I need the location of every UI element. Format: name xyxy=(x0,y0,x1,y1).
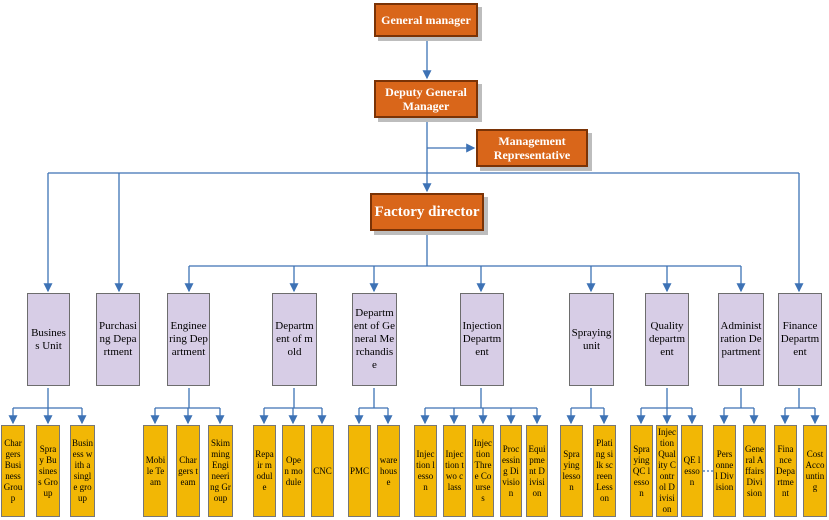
unit-box: CNC xyxy=(311,425,334,517)
department-box: Quality department xyxy=(645,293,689,386)
factory-director-box: Factory director xyxy=(370,193,484,231)
unit-box: Spraying QC lesson xyxy=(630,425,653,517)
unit-label: Injection Three Courses xyxy=(474,438,492,503)
department-box: Purchasing Department xyxy=(96,293,140,386)
unit-box: Plating silk screen Lesson xyxy=(593,425,616,517)
unit-label: CNC xyxy=(313,465,332,476)
general-manager-label: General manager xyxy=(381,13,471,27)
unit-label: Chargers Business Group xyxy=(3,438,23,503)
unit-label: Skimming Engineering Group xyxy=(210,438,231,503)
unit-box: Finance Department xyxy=(774,425,797,517)
unit-box: Injection Quality Control Division xyxy=(656,425,678,517)
unit-label: PMC xyxy=(350,465,370,476)
unit-box: QE lesson xyxy=(681,425,703,517)
unit-label: Open module xyxy=(284,454,303,487)
unit-box: Chargers Business Group xyxy=(1,425,25,517)
unit-box: General Affairs Division xyxy=(743,425,766,517)
unit-label: QE lesson xyxy=(683,454,701,487)
factory-director-label: Factory director xyxy=(374,204,480,220)
unit-box: Injection Three Courses xyxy=(472,425,494,517)
general-manager-box: General manager xyxy=(374,3,478,37)
department-label: Spraying unit xyxy=(571,326,612,352)
department-label: Engineering Department xyxy=(169,320,208,358)
unit-label: Injection Quality Control Division xyxy=(658,427,676,514)
unit-label: Processing Division xyxy=(502,443,520,498)
unit-label: Finance Department xyxy=(776,443,795,498)
department-label: Purchasing Department xyxy=(99,320,137,358)
department-box: Administration Department xyxy=(718,293,764,386)
unit-label: Chargers team xyxy=(178,454,198,487)
unit-box: Injection two class xyxy=(443,425,466,517)
unit-label: Mobile Team xyxy=(145,454,166,487)
unit-box: Repair module xyxy=(253,425,276,517)
unit-box: Cost Accounting xyxy=(803,425,827,517)
unit-label: Spraying QC lesson xyxy=(632,443,651,498)
unit-box: Personnel Division xyxy=(713,425,736,517)
unit-label: General Affairs Division xyxy=(745,443,764,498)
unit-label: Equipment Division xyxy=(528,443,546,498)
department-box: Finance Department xyxy=(778,293,822,386)
unit-box: warehouse xyxy=(377,425,400,517)
unit-label: Injection lesson xyxy=(416,449,435,492)
department-label: Injection Department xyxy=(462,320,502,358)
unit-box: PMC xyxy=(348,425,371,517)
unit-label: Injection two class xyxy=(445,449,464,492)
unit-box: Processing Division xyxy=(500,425,522,517)
department-box: Department of General Merchandise xyxy=(352,293,397,386)
department-box: Business Unit xyxy=(27,293,70,386)
department-box: Engineering Department xyxy=(167,293,210,386)
department-label: Finance Department xyxy=(780,320,820,358)
unit-box: Open module xyxy=(282,425,305,517)
unit-box: Chargers team xyxy=(176,425,200,517)
department-label: Administration Department xyxy=(720,320,762,358)
unit-label: Business with a single group xyxy=(72,438,94,503)
unit-label: Spraying lesson xyxy=(562,449,581,492)
department-label: Business Unit xyxy=(31,326,66,352)
unit-box: Business with a single group xyxy=(70,425,95,517)
unit-label: Spray Business Group xyxy=(38,443,58,498)
unit-label: Personnel Division xyxy=(715,449,734,492)
unit-label: Cost Accounting xyxy=(805,449,825,492)
unit-label: Repair module xyxy=(255,449,274,492)
department-label: Quality department xyxy=(648,320,686,358)
unit-box: Spray Business Group xyxy=(36,425,60,517)
unit-box: Skimming Engineering Group xyxy=(208,425,233,517)
department-label: Department of General Merchandise xyxy=(354,307,395,371)
unit-box: Mobile Team xyxy=(143,425,168,517)
department-box: Injection Department xyxy=(460,293,504,386)
unit-label: Plating silk screen Lesson xyxy=(595,438,614,503)
unit-box: Equipment Division xyxy=(526,425,548,517)
unit-box: Spraying lesson xyxy=(560,425,583,517)
department-box: Department of mold xyxy=(272,293,317,386)
department-label: Department of mold xyxy=(275,320,314,358)
management-representative-label: Management Representative xyxy=(493,134,571,162)
department-box: Spraying unit xyxy=(569,293,614,386)
unit-box: Injection lesson xyxy=(414,425,437,517)
unit-label: warehouse xyxy=(379,454,398,487)
management-representative-box: Management Representative xyxy=(476,129,588,167)
deputy-general-manager-label: Deputy General Manager xyxy=(385,85,467,113)
deputy-general-manager-box: Deputy General Manager xyxy=(374,80,478,118)
